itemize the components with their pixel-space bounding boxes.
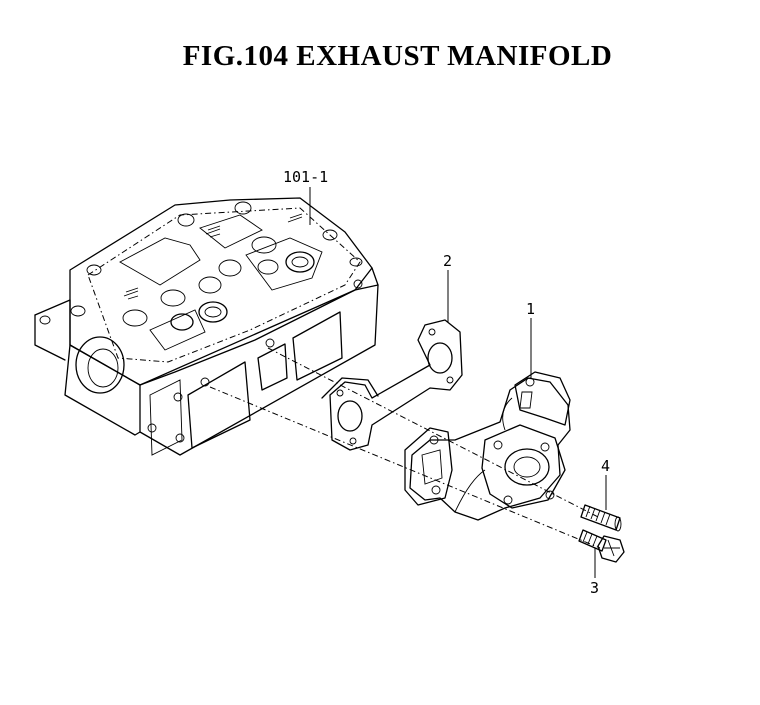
cylinder-head bbox=[34, 197, 379, 456]
exhaust-manifold bbox=[404, 371, 571, 521]
callout-1: 1 bbox=[526, 300, 535, 318]
stud-bolt bbox=[580, 504, 622, 532]
callout-leaders bbox=[309, 187, 607, 578]
flange-bolt bbox=[578, 529, 625, 563]
assembly-centerlines bbox=[209, 347, 601, 549]
callout-101-1: 101-1 bbox=[283, 168, 328, 186]
callout-4: 4 bbox=[601, 457, 610, 475]
manifold-gasket bbox=[321, 319, 463, 451]
callout-3: 3 bbox=[590, 579, 599, 597]
figure-title: FIG.104 EXHAUST MANIFOLD bbox=[182, 40, 613, 72]
callout-2: 2 bbox=[443, 252, 452, 270]
